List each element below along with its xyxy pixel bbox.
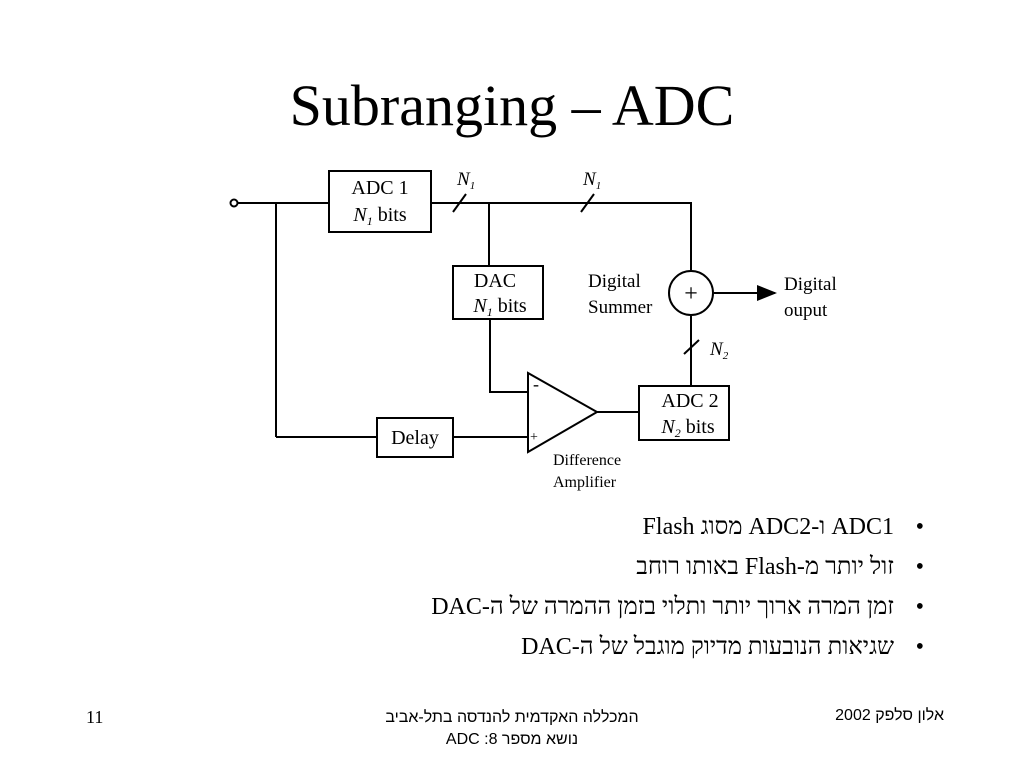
bullet-text: שגיאות הנובעות מדיוק מוגבל של ה-DAC xyxy=(521,634,894,660)
bus-label-1-var: N xyxy=(456,169,471,190)
dac-bits-word: bits xyxy=(493,295,527,317)
adc2-name: ADC 2 xyxy=(661,390,718,412)
adc1-output-bus xyxy=(431,202,692,270)
dac-name: DAC xyxy=(474,270,516,292)
bus-label-2-sub: 1 xyxy=(596,180,602,192)
bus-slash-3 xyxy=(683,339,700,355)
bus-slash-2 xyxy=(580,193,595,213)
dac-bits: N1 bits xyxy=(472,295,526,319)
delay-block xyxy=(376,417,454,458)
bullet-dot: • xyxy=(915,514,924,540)
adc2-bits-var: N xyxy=(660,416,676,438)
adc1-bits-var: N xyxy=(352,204,368,226)
bus-label-2-var: N xyxy=(582,169,597,190)
footer-center: המכללה האקדמית להנדסה בתל-אביב נושא מספר… xyxy=(362,707,662,751)
summer-label-line2: Summer xyxy=(588,297,653,318)
amp-minus-sign: - xyxy=(533,374,539,394)
difference-amplifier xyxy=(527,371,600,454)
bus-label-3: N2 xyxy=(709,339,729,362)
summer-label-line1: Digital xyxy=(588,271,641,292)
adc1-bits: N1 bits xyxy=(352,204,406,228)
bus-label-1: N1 xyxy=(456,169,475,192)
adc2-bits-word: bits xyxy=(681,416,715,438)
bullet-item: • שגיאות הנובעות מדיוק מוגבל של ה-DAC xyxy=(284,632,924,672)
adc1-bits-sub: 1 xyxy=(367,214,373,228)
adc2-block xyxy=(638,385,730,441)
bullet-dot: • xyxy=(915,594,924,620)
page-number: 11 xyxy=(86,707,104,727)
amp-plus-sign: + xyxy=(530,430,538,445)
footer-author-year: אלון סלפק 2002 xyxy=(835,707,944,724)
bus-label-1-sub: 1 xyxy=(470,180,476,192)
bullet-dot: • xyxy=(915,554,924,580)
input-terminal xyxy=(229,198,239,208)
summer-symbol: + xyxy=(684,281,698,307)
adc2-bits: N2 bits xyxy=(660,416,714,440)
bus-slash-1 xyxy=(452,193,467,213)
dac-bits-sub: 1 xyxy=(487,305,493,319)
bullet-text: זול יותר מ-Flash באותו רוחב xyxy=(636,554,894,580)
bullet-item: • ADC1 ו-ADC2 מסוג Flash xyxy=(284,512,924,552)
footer-institution: המכללה האקדמית להנדסה בתל-אביב xyxy=(385,709,639,726)
amp-label-line1: Difference xyxy=(553,452,621,469)
delay-label: Delay xyxy=(391,427,439,449)
digital-summer xyxy=(668,270,714,316)
bus-label-2: N1 xyxy=(582,169,601,192)
bullet-text: זמן המרה ארוך יותר ותלוי בזמן ההמרה של ה… xyxy=(431,594,894,620)
adc1-name: ADC 1 xyxy=(351,177,408,199)
bullet-dot: • xyxy=(915,634,924,660)
slide-title: Subranging – ADC xyxy=(289,73,735,138)
adc1-bits-word: bits xyxy=(373,204,407,226)
bus-label-3-var: N xyxy=(709,339,724,360)
bullet-item: • זול יותר מ-Flash באותו רוחב xyxy=(284,552,924,592)
amp-label-line2: Amplifier xyxy=(553,474,617,491)
output-label-line2: ouput xyxy=(784,300,828,321)
wire-dac-to-amp xyxy=(489,319,528,393)
footer-topic: נושא מספר 8: ADC xyxy=(445,731,579,748)
dac-block xyxy=(452,265,544,320)
adc1-block xyxy=(328,170,432,233)
bullet-list: • ADC1 ו-ADC2 מסוג Flash • זול יותר מ-Flas… xyxy=(284,512,924,672)
bus-label-3-sub: 2 xyxy=(723,350,729,362)
dac-bits-var: N xyxy=(472,295,488,317)
bullet-text: ADC1 ו-ADC2 מסוג Flash xyxy=(642,514,894,540)
bullet-item: • זמן המרה ארוך יותר ותלוי בזמן ההמרה של … xyxy=(284,592,924,632)
adc2-bits-sub: 2 xyxy=(675,426,681,440)
output-label-line1: Digital xyxy=(784,274,837,295)
